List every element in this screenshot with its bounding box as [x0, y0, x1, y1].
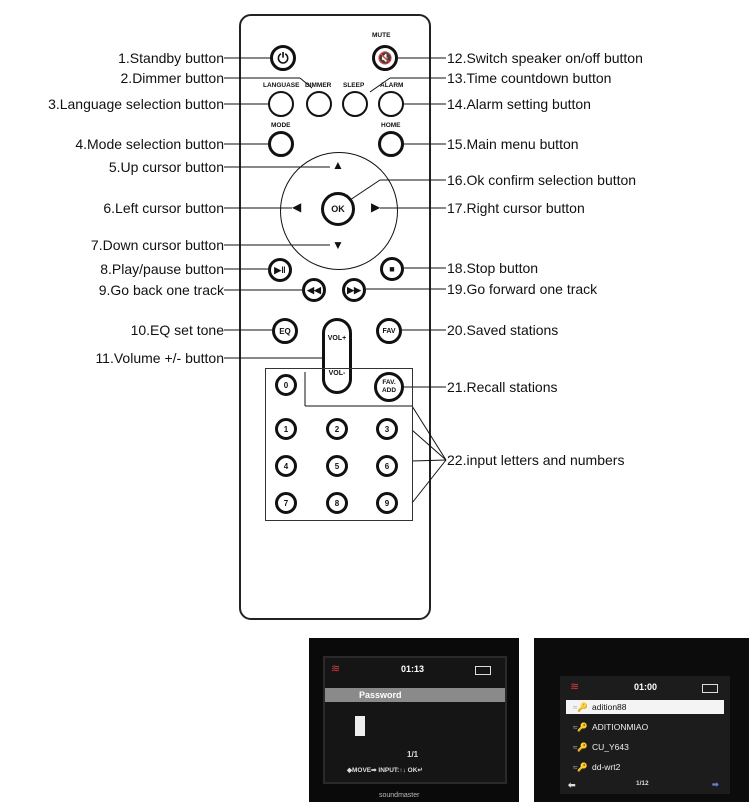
password-title: Password [325, 688, 505, 702]
label-prev-track: 9.Go back one track [24, 282, 224, 298]
network-list-screen-photo: ≋ 01:00 ≈🔑adition88 ≈🔑ADITIONMIAO ≈🔑CU_Y… [534, 638, 749, 802]
label-up: 5.Up cursor button [54, 159, 224, 175]
page-indicator: 1/12 [636, 780, 649, 787]
label-volume: 11.Volume +/- button [54, 350, 224, 366]
password-screen-photo: ≋ 01:13 Password 1/1 ◆MOVE➡ INPUT:↑↓ OK↵… [309, 638, 519, 802]
label-saved-stations: 20.Saved stations [447, 322, 558, 338]
fast-forward-icon: ▶▶ [347, 285, 361, 296]
label-dimmer: 2.Dimmer button [104, 70, 224, 86]
digit-7-button[interactable]: 7 [275, 492, 297, 514]
wifi-lock-icon: ≈🔑 [566, 720, 588, 734]
alarm-button[interactable] [378, 91, 404, 117]
standby-button[interactable]: ⏻ [270, 45, 296, 71]
left-cursor-button[interactable]: ◀ [292, 200, 301, 214]
up-cursor-button[interactable]: ▲ [332, 158, 344, 172]
wifi-lock-icon: ≈🔑 [566, 700, 588, 714]
wifi-icon: ≋ [570, 680, 579, 693]
label-home: 15.Main menu button [447, 136, 579, 152]
alarm-label: ALARM [380, 82, 403, 89]
label-ok: 16.Ok confirm selection button [447, 172, 636, 188]
label-standby: 1.Standby button [104, 50, 224, 66]
network-item[interactable]: ≈🔑dd-wrt2 [566, 760, 724, 774]
digit-2-button[interactable]: 2 [326, 418, 348, 440]
digit-5-button[interactable]: 5 [326, 455, 348, 477]
dimmer-button[interactable] [306, 91, 332, 117]
network-item[interactable]: ≈🔑CU_Y643 [566, 740, 724, 754]
label-language: 3.Language selection button [4, 96, 224, 112]
mute-button[interactable]: 🔇 [372, 45, 398, 71]
mute-label: MUTE [372, 32, 390, 39]
power-icon: ⏻ [277, 50, 288, 67]
play-pause-icon: ▶‖ [274, 265, 285, 276]
mode-button[interactable] [268, 131, 294, 157]
ok-button[interactable]: OK [321, 192, 355, 226]
digit-8-button[interactable]: 8 [326, 492, 348, 514]
label-play-pause: 8.Play/pause button [54, 261, 224, 277]
network-item[interactable]: ≈🔑adition88 [566, 700, 724, 714]
play-pause-button[interactable]: ▶‖ [268, 258, 292, 282]
label-right: 17.Right cursor button [447, 200, 585, 216]
page-indicator: 1/1 [407, 750, 418, 759]
label-recall-stations: 21.Recall stations [447, 379, 558, 395]
clock: 01:00 [634, 682, 657, 692]
fav-button[interactable]: FAV [376, 318, 402, 344]
eq-button[interactable]: EQ [272, 318, 298, 344]
label-sleep: 13.Time countdown button [447, 70, 611, 86]
language-button[interactable] [268, 91, 294, 117]
down-cursor-button[interactable]: ▼ [332, 238, 344, 252]
battery-icon [475, 666, 491, 675]
digit-6-button[interactable]: 6 [376, 455, 398, 477]
label-mode: 4.Mode selection button [24, 136, 224, 152]
sleep-button[interactable] [342, 91, 368, 117]
lcd-display: ≋ 01:13 Password 1/1 ◆MOVE➡ INPUT:↑↓ OK↵ [323, 656, 507, 784]
digit-0-button[interactable]: 0 [275, 374, 297, 396]
digit-3-button[interactable]: 3 [376, 418, 398, 440]
language-label: LANGUASE [263, 82, 299, 89]
next-track-button[interactable]: ▶▶ [342, 278, 366, 302]
previous-track-button[interactable]: ◀◀ [302, 278, 326, 302]
brand-logo: soundmaster [379, 792, 419, 799]
navigation-hint: ◆MOVE➡ INPUT:↑↓ OK↵ [347, 766, 423, 774]
sleep-label: SLEEP [343, 82, 364, 89]
wifi-lock-icon: ≈🔑 [566, 760, 588, 774]
digit-9-button[interactable]: 9 [376, 492, 398, 514]
speaker-mute-icon: 🔇 [378, 51, 393, 65]
label-mute: 12.Switch speaker on/off button [447, 50, 643, 66]
clock: 01:13 [401, 664, 424, 674]
label-number-input: 22.input letters and numbers [447, 452, 624, 468]
volume-up-label: VOL+ [328, 335, 346, 342]
wifi-icon: ≋ [331, 662, 340, 675]
back-arrow-icon: ⬅ [568, 780, 576, 791]
dimmer-label: DIMMER [305, 82, 331, 89]
battery-icon [702, 684, 718, 693]
wifi-lock-icon: ≈🔑 [566, 740, 588, 754]
stop-button[interactable]: ■ [380, 257, 404, 281]
label-down: 7.Down cursor button [54, 237, 224, 253]
rewind-icon: ◀◀ [307, 285, 321, 296]
home-label: HOME [381, 122, 401, 129]
label-stop: 18.Stop button [447, 260, 538, 276]
digit-4-button[interactable]: 4 [275, 455, 297, 477]
mode-label: MODE [271, 122, 291, 129]
home-button[interactable] [378, 131, 404, 157]
stop-icon: ■ [389, 264, 394, 274]
right-cursor-button[interactable]: ▶ [371, 200, 380, 214]
label-eq: 10.EQ set tone [54, 322, 224, 338]
digit-1-button[interactable]: 1 [275, 418, 297, 440]
label-next-track: 19.Go forward one track [447, 281, 597, 297]
label-alarm: 14.Alarm setting button [447, 96, 591, 112]
forward-arrow-icon: ➡ [712, 780, 719, 789]
network-item[interactable]: ≈🔑ADITIONMIAO [566, 720, 724, 734]
lcd-display: ≋ 01:00 ≈🔑adition88 ≈🔑ADITIONMIAO ≈🔑CU_Y… [560, 676, 730, 794]
label-left: 6.Left cursor button [54, 200, 224, 216]
text-cursor [355, 716, 365, 736]
